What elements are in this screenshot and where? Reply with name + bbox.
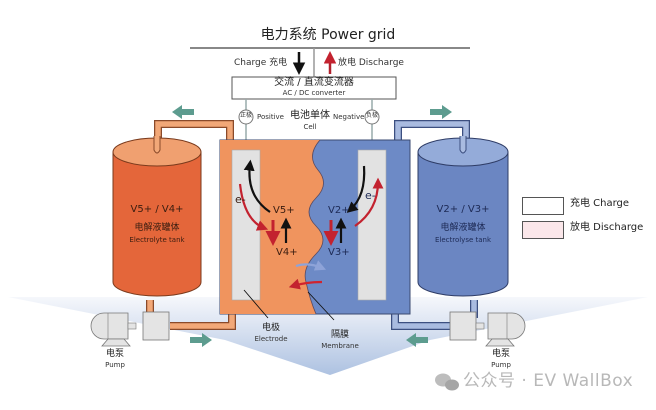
negative-label: Negative — [333, 113, 365, 121]
flow-arrow-top-left — [172, 105, 194, 119]
right-electron-label: e- — [365, 189, 376, 202]
right-pump — [449, 311, 526, 347]
left-electron-label: e- — [235, 193, 246, 206]
left-lower-ion: V4+ — [276, 247, 298, 258]
right-pump-label-cn: 电泵 — [491, 349, 511, 359]
right-electrolyte-tank — [417, 136, 509, 297]
cell-title-en: Cell — [303, 123, 317, 131]
right-pump-label-en: Pump — [491, 361, 511, 369]
right-tank-title-en: Electrolyse tank — [434, 236, 492, 244]
positive-terminal — [238, 109, 254, 125]
cell-title-cn: 电池单体 — [290, 110, 330, 121]
left-electron-charge-arrow — [243, 159, 271, 213]
legend-charge-label: 充电 Charge — [570, 198, 630, 209]
negative-terminal — [364, 109, 380, 125]
converter-box — [231, 76, 397, 100]
right-tank-ions: V2+ / V3+ — [436, 204, 490, 215]
discharge-label: 放电 Discharge — [338, 58, 404, 68]
right-tank-title-cn: 电解液罐体 — [440, 223, 486, 233]
membrane-label-cn: 隔膜 — [330, 330, 350, 340]
right-upper-ion: V2+ — [328, 205, 350, 216]
membrane-proton-arrow-red — [288, 278, 323, 290]
left-pump-label-en: Pump — [105, 361, 125, 369]
flow-arrow-bottom-right — [406, 333, 428, 347]
left-tank-title-cn: 电解液罐体 — [134, 223, 180, 233]
membrane-pointer — [307, 291, 335, 321]
converter-title-cn: 交流 / 直流变流器 — [274, 77, 354, 88]
power-grid-title: 电力系统 Power grid — [260, 27, 396, 43]
left-electrolyte-tank — [112, 136, 202, 297]
negative-electrode — [357, 149, 387, 301]
left-upper-ion: V5+ — [273, 205, 295, 216]
negative-terminal-label: 负极 — [365, 112, 379, 119]
left-electron-discharge-arrow — [238, 183, 269, 231]
flow-arrow-bottom-left — [190, 333, 212, 347]
charge-label: Charge 充电 — [234, 58, 288, 68]
watermark-text: 公众号 · EV WallBox — [463, 371, 634, 391]
battery-cell — [219, 139, 411, 315]
electrode-label-en: Electrode — [254, 335, 288, 343]
legend-discharge-label: 放电 Discharge — [570, 222, 644, 233]
converter-title-en: AC / DC converter — [282, 89, 346, 97]
positive-terminal-label: 正极 — [239, 112, 253, 119]
positive-electrode — [231, 149, 261, 301]
left-tank-ions: V5+ / V4+ — [130, 204, 184, 215]
flow-arrow-top-right — [430, 105, 452, 119]
positive-label: Positive — [257, 113, 284, 121]
right-electron-discharge-arrow — [354, 177, 384, 227]
electrode-pointer — [243, 289, 269, 319]
legend-charge-box — [522, 197, 564, 215]
electrode-label-cn: 电极 — [261, 323, 281, 333]
wechat-icon — [435, 373, 459, 391]
left-pump — [90, 311, 170, 347]
membrane-label-en: Membrane — [321, 342, 359, 350]
left-pump-label-cn: 电泵 — [105, 349, 125, 359]
membrane-proton-arrow-blue — [295, 260, 327, 271]
legend-discharge-box — [522, 221, 564, 239]
left-tank-title-en: Electrolyte tank — [129, 236, 185, 244]
right-lower-ion: V3+ — [328, 247, 350, 258]
right-electron-charge-arrow — [346, 165, 366, 213]
